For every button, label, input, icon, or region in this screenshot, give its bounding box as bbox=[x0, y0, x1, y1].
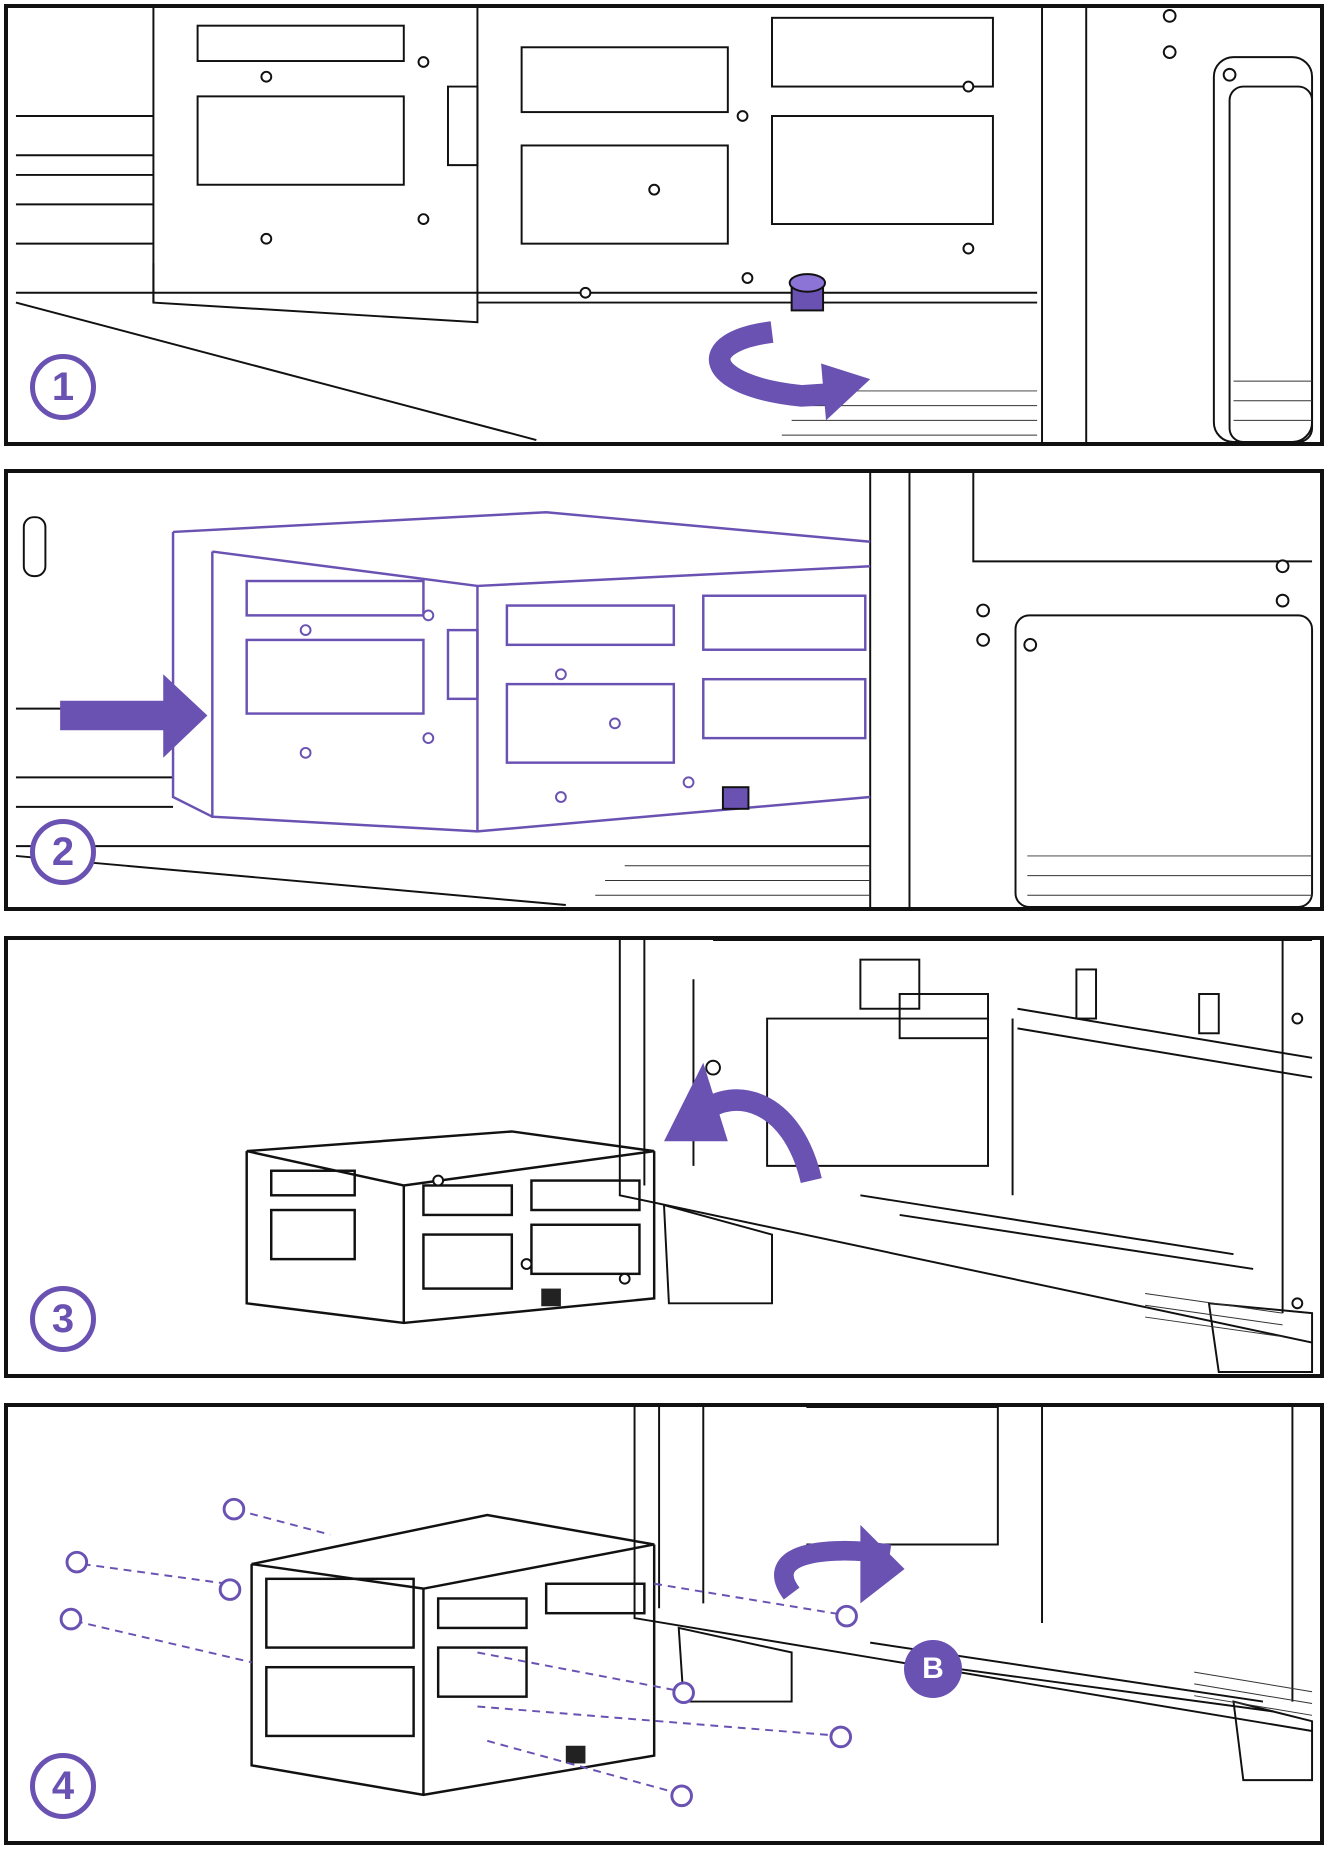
drive-cage-highlighted bbox=[171, 511, 871, 833]
push-arrow-icon bbox=[60, 674, 208, 758]
drive-cage bbox=[245, 1130, 656, 1325]
thumbscrew-icon bbox=[788, 273, 827, 312]
drive-cage-with-drives bbox=[250, 1513, 656, 1797]
thumbscrew-icon bbox=[541, 1288, 561, 1307]
step-number-badge: 3 bbox=[30, 1286, 96, 1352]
step-2-panel: 2 bbox=[4, 469, 1324, 911]
callout-badge: B bbox=[904, 1640, 962, 1698]
rotate-arrow-icon bbox=[709, 321, 871, 421]
step-1-illustration bbox=[15, 8, 1314, 442]
thumbscrew-icon bbox=[565, 1745, 586, 1764]
lift-arrow-icon bbox=[664, 1062, 822, 1184]
step-1-panel: 1 bbox=[4, 4, 1324, 446]
step-3-illustration bbox=[245, 940, 1314, 1374]
step-number-badge: 1 bbox=[30, 354, 96, 420]
step-number-badge: 4 bbox=[30, 1753, 96, 1819]
step-4-panel: B 4 bbox=[4, 1403, 1324, 1845]
step-number-badge: 2 bbox=[30, 819, 96, 885]
swing-arrow-icon bbox=[774, 1524, 905, 1604]
step-2-illustration bbox=[15, 473, 1314, 907]
thumbscrew-icon bbox=[721, 786, 750, 810]
screw-icon bbox=[59, 1497, 858, 1808]
step-4-illustration bbox=[59, 1407, 1314, 1808]
step-3-panel: 3 bbox=[4, 936, 1324, 1378]
